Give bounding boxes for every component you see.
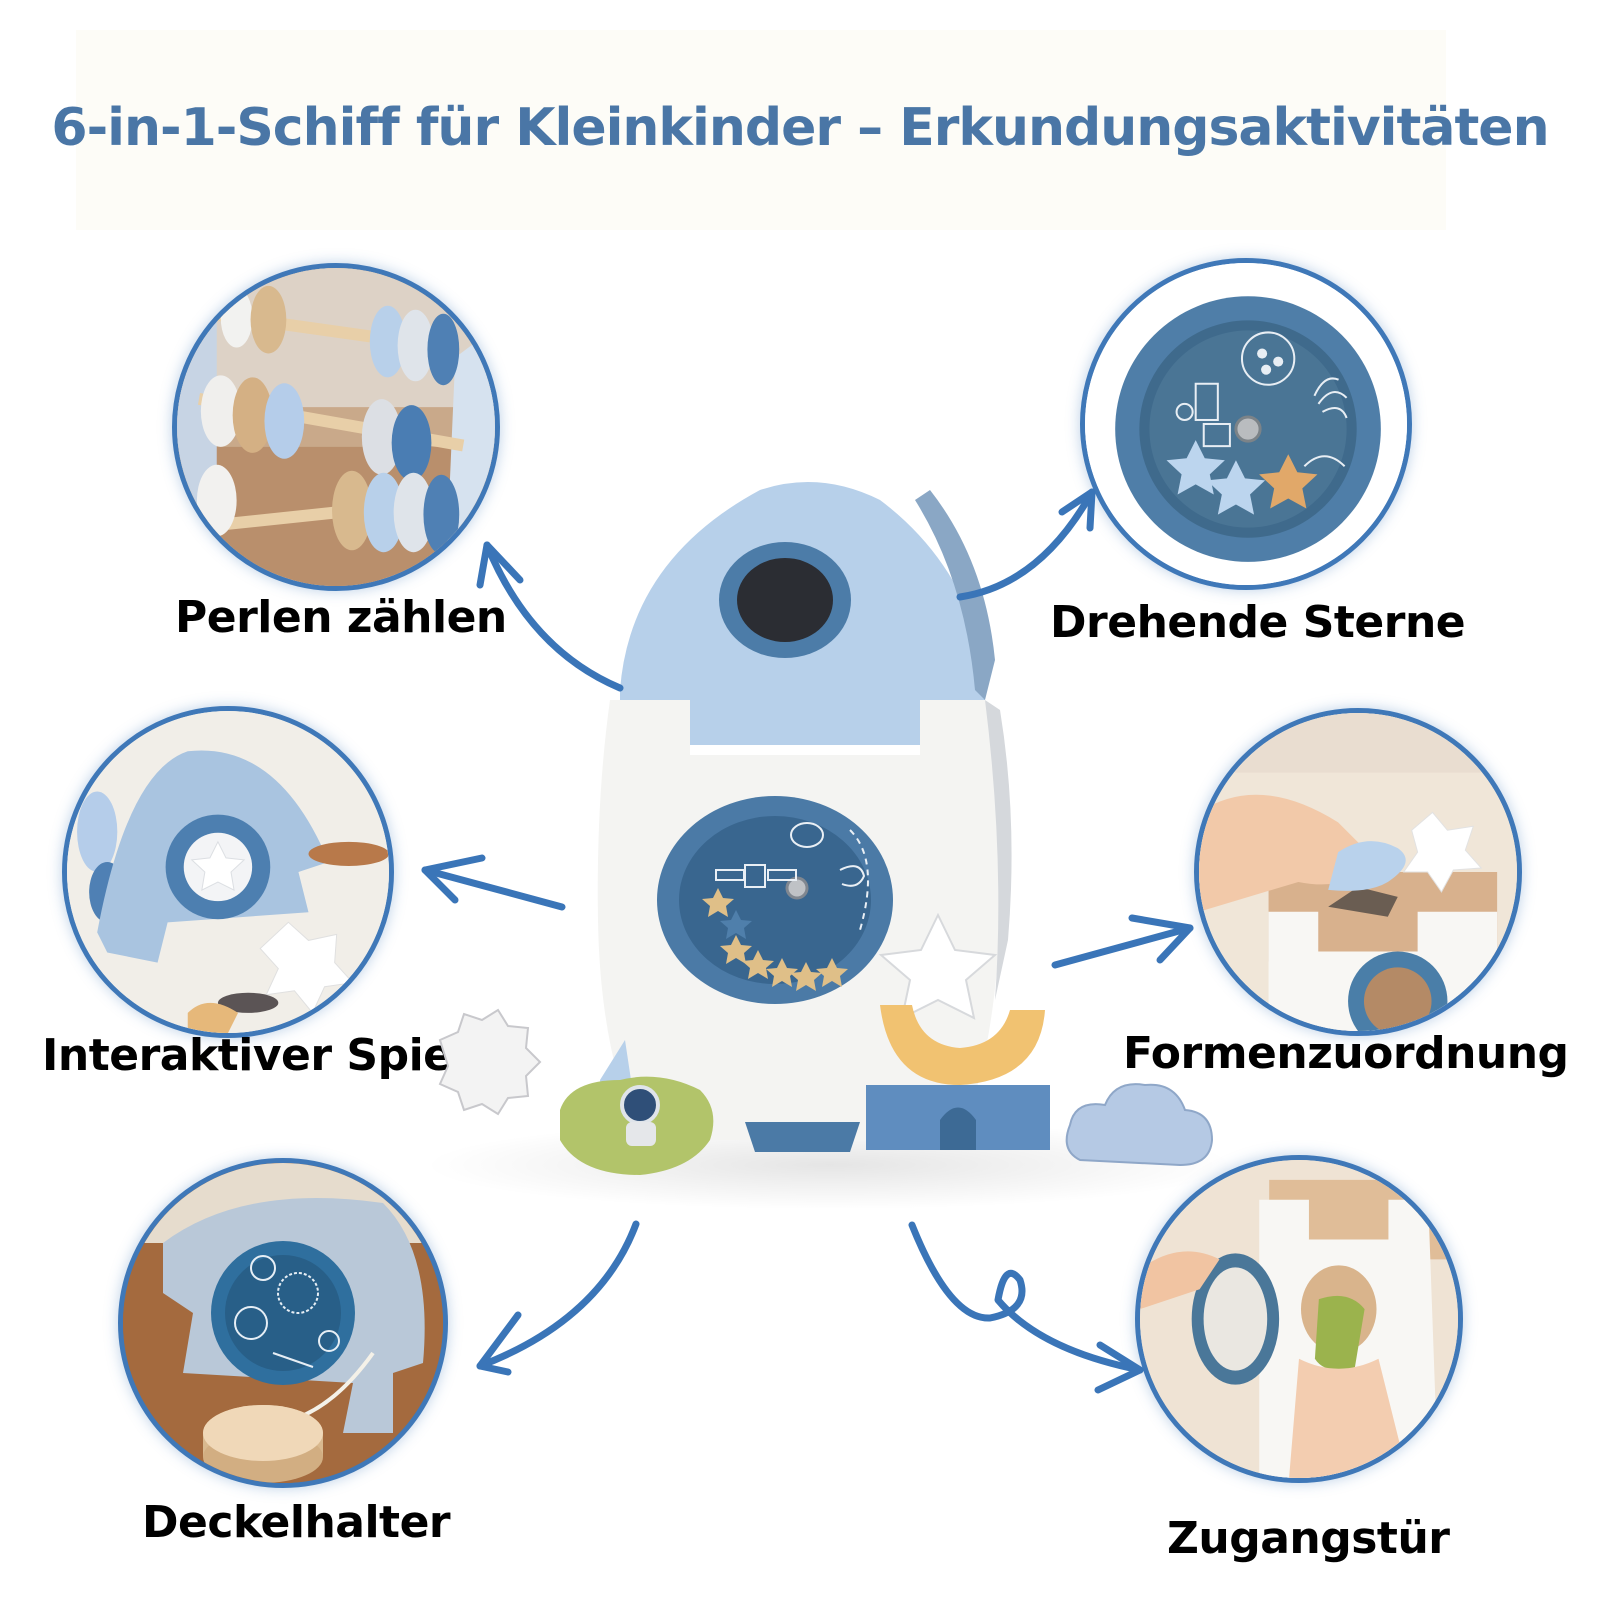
feature-image-shapes — [1194, 708, 1522, 1036]
feature-image-door — [1135, 1155, 1463, 1483]
feature-label-door: Zugangstür — [1167, 1513, 1450, 1564]
feature-image-lid — [118, 1158, 448, 1488]
shape-sorter-image — [1199, 713, 1517, 1031]
feature-label-beads: Perlen zählen — [175, 592, 507, 643]
feature-label-lid: Deckelhalter — [142, 1497, 451, 1548]
feature-label-shapes: Formenzuordnung — [1123, 1028, 1569, 1079]
feature-label-stars: Drehende Sterne — [1050, 597, 1466, 648]
feature-image-mirror — [62, 706, 394, 1038]
feature-image-stars — [1080, 258, 1412, 590]
access-door-image — [1140, 1160, 1458, 1478]
lid-holder-image — [123, 1163, 443, 1483]
page-title: 6-in-1-Schiff für Kleinkinder – Erkundun… — [51, 98, 1549, 158]
rocket-toy-image — [438, 482, 1214, 1175]
title-band — [76, 30, 1446, 230]
spinning-stars-image — [1085, 263, 1407, 585]
mirror-image — [67, 711, 389, 1033]
